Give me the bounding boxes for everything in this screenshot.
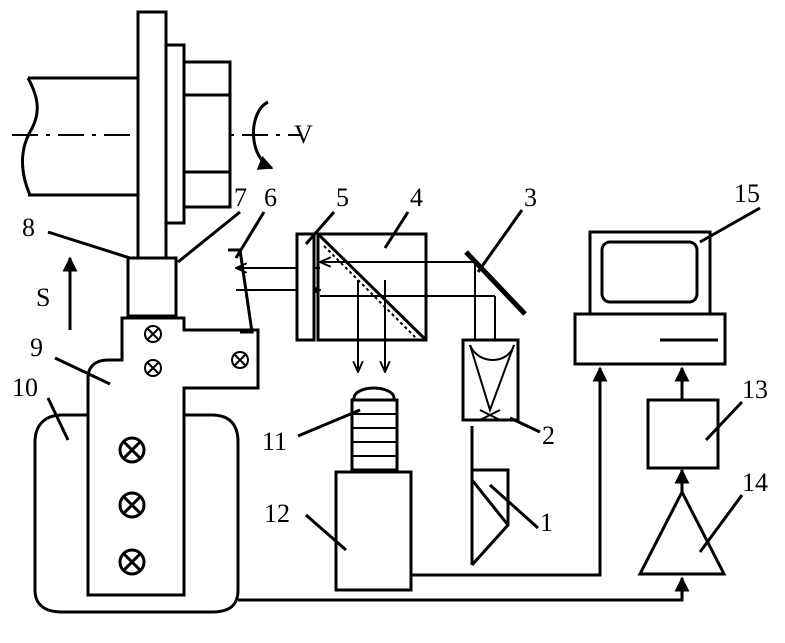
laser-focus-unit — [461, 338, 520, 422]
feed-arrow: S — [36, 256, 78, 330]
computer — [573, 230, 727, 366]
mirror — [464, 250, 527, 316]
label-4: 4 — [410, 183, 423, 212]
label-2: 2 — [542, 421, 555, 450]
vessel — [33, 413, 240, 614]
label-8: 8 — [22, 213, 35, 242]
grinding-wheel — [136, 10, 232, 262]
fixture — [86, 316, 260, 597]
controller-block — [646, 398, 720, 470]
rotation-indicator: V — [252, 100, 313, 170]
label-10: 10 — [12, 373, 38, 402]
quarter-wave-plate — [295, 232, 316, 342]
label-5: 5 — [336, 183, 349, 212]
label-12: 12 — [264, 499, 290, 528]
label-3: 3 — [524, 183, 537, 212]
label-13: 13 — [742, 375, 768, 404]
label-v: V — [294, 120, 313, 149]
optical-beams — [236, 262, 496, 372]
label-14: 14 — [742, 468, 768, 497]
label-s: S — [36, 283, 50, 312]
label-6: 6 — [264, 183, 277, 212]
label-11: 11 — [262, 427, 287, 456]
label-9: 9 — [30, 333, 43, 362]
laser-source — [470, 426, 510, 567]
amplifier — [637, 488, 727, 576]
beam-splitter — [316, 232, 428, 342]
leader-lines — [46, 206, 761, 553]
workpiece — [126, 256, 178, 318]
signal-processor — [334, 470, 413, 592]
signal-lines — [238, 366, 690, 602]
label-1: 1 — [540, 508, 553, 537]
label-7: 7 — [234, 183, 247, 212]
photodetector — [350, 386, 399, 472]
label-15: 15 — [734, 179, 760, 208]
